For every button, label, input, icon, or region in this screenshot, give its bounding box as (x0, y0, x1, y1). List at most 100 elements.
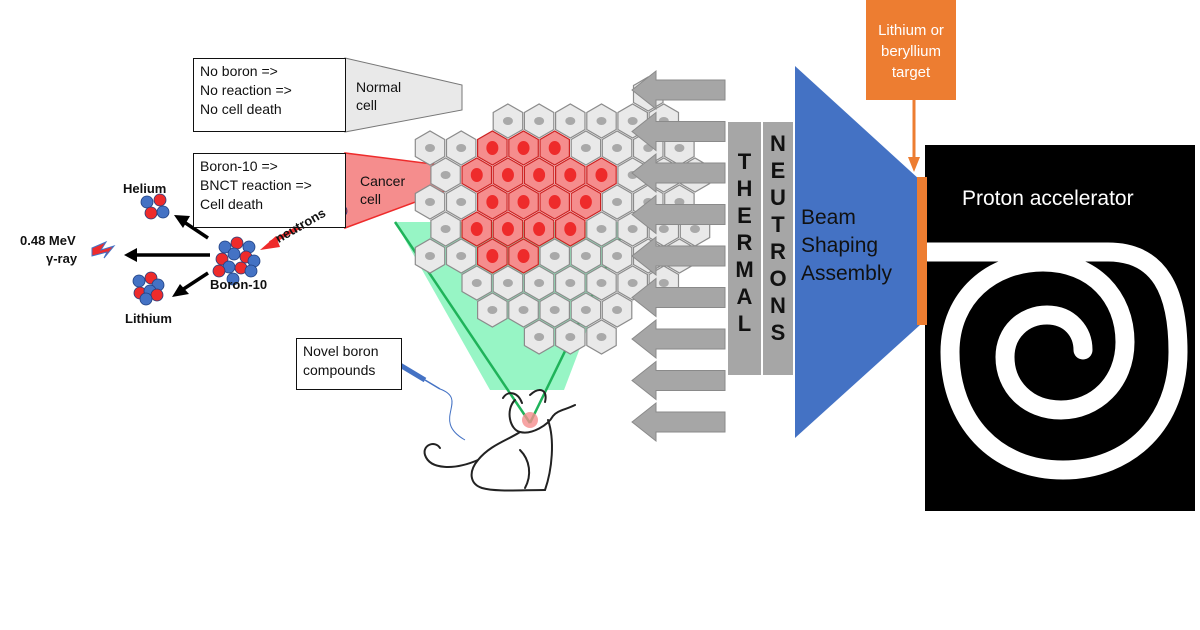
cancer-cell (477, 238, 508, 274)
beam-shaping-line-1: Beam (801, 206, 856, 229)
normal-cell (586, 211, 617, 247)
cancer-cell (508, 184, 539, 220)
cancer-cell (554, 157, 586, 193)
incoming-neutron-arrowhead (260, 236, 280, 250)
gamma-arrowhead (124, 248, 137, 262)
mouse-tumor (522, 412, 538, 428)
cancer-cell (508, 238, 539, 274)
neutrons-letter: R (770, 239, 786, 264)
cancer-cell-label-line-1: Cancer (360, 173, 406, 189)
normal-cell (586, 103, 617, 139)
cancer-cell (523, 211, 555, 247)
helium-arrow (183, 220, 209, 240)
boron-10-line-3: Cell death (200, 196, 264, 212)
boron-10-box: Boron-10 => BNCT reaction => Cell death (193, 153, 346, 228)
neutrons-letter: E (770, 158, 786, 183)
target-label-line-2: beryllium (880, 43, 941, 60)
helium-nucleus (140, 193, 170, 220)
normal-cell (570, 130, 602, 166)
target-label-box (866, 0, 956, 100)
boron-10-line-2: BNCT reaction => (200, 177, 312, 193)
neutron-arrow (631, 235, 726, 277)
novel-boron-line-2: compounds (303, 362, 376, 378)
target-label: Lithium or beryllium target (866, 20, 956, 83)
accelerator-spiral (918, 242, 1188, 480)
normal-cell (601, 238, 633, 274)
gamma-ray-bolt-icon (91, 240, 116, 259)
injection-line (439, 388, 466, 441)
boron-10-line-1: Boron-10 => (200, 158, 278, 174)
neutrons-letter: O (769, 266, 787, 291)
beam-shaping-label: Beam Shaping Assembly (801, 204, 892, 288)
thermal-letter: E (737, 203, 752, 228)
helium-label: Helium (123, 181, 167, 196)
normal-cell (430, 211, 461, 247)
cancer-cell (586, 157, 617, 193)
no-boron-line-2: No reaction => (200, 82, 292, 98)
neutron-arrow (631, 360, 726, 401)
normal-cell (554, 103, 586, 139)
cancer-cell (508, 130, 539, 166)
thermal-neutron-arrows (631, 69, 726, 443)
target-label-line-3: target (891, 64, 931, 81)
lithium-arrowhead (172, 284, 189, 297)
normal-cell (523, 265, 555, 301)
normal-cell (414, 184, 446, 220)
normal-cell (461, 265, 493, 301)
neutrons-letter: T (771, 212, 785, 237)
novel-boron-line-1: Novel boron (303, 343, 379, 359)
thermal-bar (728, 122, 761, 375)
normal-cell (586, 265, 617, 301)
gamma-energy-label: 0.48 MeV (20, 233, 76, 248)
normal-cell (601, 130, 633, 166)
neutron-arrow (631, 277, 726, 318)
normal-cell (477, 292, 508, 328)
normal-cell (570, 238, 602, 274)
helium-arrowhead (174, 215, 190, 228)
target-plate (917, 177, 927, 325)
neutrons-letter: U (770, 185, 786, 210)
normal-cell (523, 319, 555, 355)
lithium-arrow (181, 271, 209, 292)
lithium-nucleus (132, 271, 165, 306)
normal-cell-label-line-2: cell (356, 97, 378, 113)
no-boron-box: No boron => No reaction => No cell death (193, 58, 346, 132)
neutron-arrow (631, 194, 726, 235)
target-label-line-1: Lithium or (878, 22, 944, 39)
cancer-cell (477, 130, 508, 166)
normal-cell (523, 103, 555, 139)
cancer-cell (570, 184, 602, 220)
normal-cell-label: Normal cell (356, 78, 401, 114)
novel-boron-compounds-box: Novel boron compounds (296, 338, 402, 390)
neutron-arrow (631, 69, 726, 111)
thermal-letter: H (736, 176, 753, 201)
normal-cell (539, 292, 571, 328)
cancer-cell (477, 184, 508, 220)
beam-shaping-line-3: Assembly (801, 262, 893, 285)
mouse-illustration (423, 389, 576, 492)
normal-cell (492, 265, 524, 301)
normal-cell (508, 292, 539, 328)
thermal-letter: T (737, 149, 752, 174)
cancer-cell (461, 157, 493, 193)
thermal-letter: R (736, 230, 753, 255)
normal-cell (586, 319, 617, 355)
cancer-cell (539, 184, 571, 220)
normal-cell (601, 292, 633, 328)
normal-cell (554, 319, 586, 355)
tissue-honeycomb (414, 76, 711, 355)
normal-cell (430, 157, 461, 193)
neutron-arrow (631, 111, 726, 152)
no-boron-line-1: No boron => (200, 63, 278, 79)
normal-cell (445, 184, 477, 220)
thermal-letter: L (737, 311, 752, 336)
neutrons-letter: S (770, 320, 786, 345)
boron-10-nucleus (212, 236, 261, 286)
normal-cell (445, 238, 477, 274)
neutron-arrow (631, 318, 726, 360)
normal-cell (445, 130, 477, 166)
beam-shaping-assembly (795, 66, 920, 438)
